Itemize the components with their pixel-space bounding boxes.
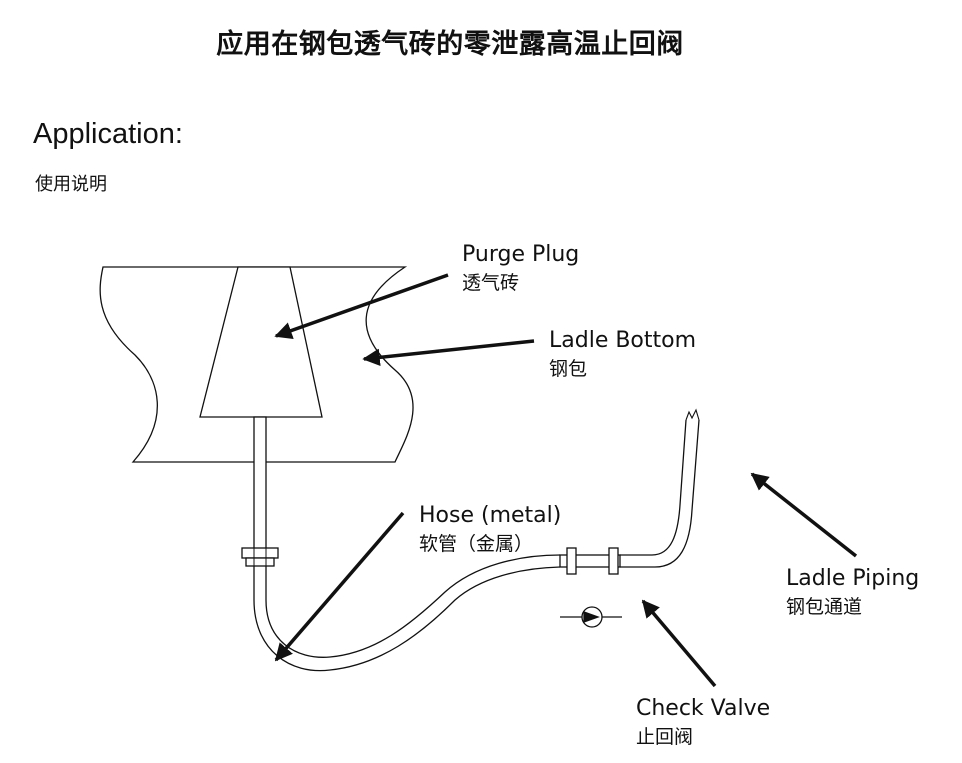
purge-plug-label-en: Purge Plug bbox=[462, 242, 580, 267]
application-subheading: 使用说明 bbox=[35, 174, 107, 195]
ladle-piping-arrow bbox=[750, 472, 858, 558]
stem-fitting bbox=[241, 547, 279, 567]
application-heading: Application: bbox=[33, 118, 183, 150]
check-valve-label: Check Valve 止回阀 bbox=[636, 695, 770, 751]
callout-arrows bbox=[274, 273, 858, 688]
hose-label-en: Hose (metal) bbox=[419, 503, 562, 528]
metal-hose bbox=[253, 554, 561, 672]
hose-arrow bbox=[274, 511, 405, 662]
check-valve-label-en: Check Valve bbox=[636, 696, 771, 721]
ladle-piping-label-en: Ladle Piping bbox=[786, 566, 920, 591]
ladle-bottom-arrow bbox=[362, 339, 535, 367]
ladle-piping-label-zh: 钢包通道 bbox=[786, 596, 863, 618]
hose-label-zh: 软管（金属） bbox=[419, 533, 534, 555]
ladle-piping bbox=[620, 408, 700, 568]
hose-label: Hose (metal) 软管（金属） bbox=[419, 502, 561, 558]
ladle-bottom-label-zh: 钢包 bbox=[549, 358, 588, 380]
check-valve-label-zh: 止回阀 bbox=[636, 726, 694, 748]
check-valve-body bbox=[559, 547, 621, 575]
ladle-piping-label: Ladle Piping 钢包通道 bbox=[786, 565, 919, 621]
ladle-bottom-label-en: Ladle Bottom bbox=[549, 328, 697, 353]
page-title: 应用在钢包透气砖的零泄露高温止回阀 bbox=[216, 29, 684, 60]
check-valve-arrow bbox=[641, 599, 717, 688]
ladle-bottom-label: Ladle Bottom 钢包 bbox=[549, 327, 696, 383]
check-valve-symbol bbox=[560, 606, 622, 628]
purge-plug-shape bbox=[199, 266, 323, 418]
purge-plug-arrow bbox=[274, 273, 449, 339]
purge-plug-label: Purge Plug 透气砖 bbox=[462, 241, 579, 297]
plug-stem bbox=[253, 416, 267, 551]
purge-plug-label-zh: 透气砖 bbox=[462, 272, 520, 294]
